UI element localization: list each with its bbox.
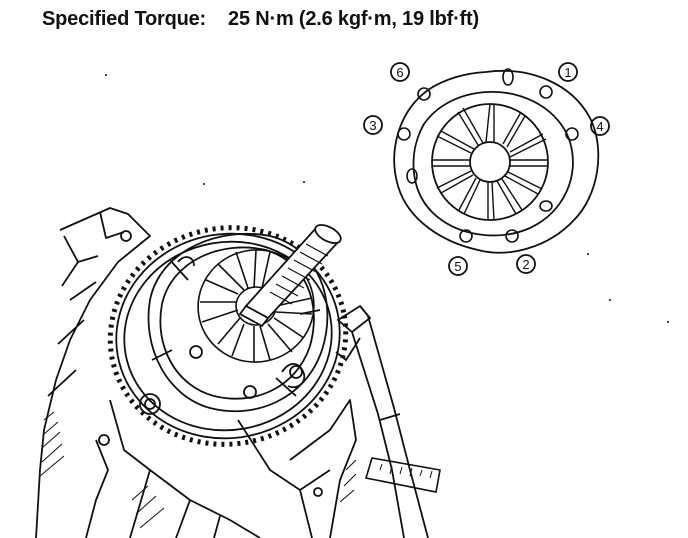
bolt-hole-3	[397, 127, 411, 141]
clutch-cover	[147, 232, 329, 413]
sequence-label-6: 6	[396, 65, 403, 80]
pressure-plate-cover-outline	[393, 70, 600, 254]
bolt-hole-1	[539, 85, 553, 99]
bolt-hole-6	[417, 87, 431, 101]
cover-strap	[281, 363, 306, 389]
sequence-marker-3	[363, 115, 383, 135]
print-specks	[105, 74, 669, 323]
sequence-label-4: 4	[596, 119, 603, 134]
sequence-marker-6	[390, 62, 410, 82]
engine-block-outline	[35, 207, 151, 538]
assembly-diaphragm	[197, 249, 315, 363]
torque-spec-heading: Specified Torque: 25 N·m (2.6 kgf·m, 19 l…	[42, 8, 479, 31]
dowel-slot-top	[502, 68, 514, 86]
diaphragm-spring-outer	[431, 103, 549, 221]
pressure-plate-sequence-diagram	[363, 62, 610, 276]
sequence-numbers: 1 2 3 4 5 6	[369, 65, 603, 274]
block-bolt	[139, 393, 161, 415]
torque-spec-label: Specified Torque:	[42, 8, 207, 30]
block-shading	[39, 411, 357, 529]
bolt-hole-5	[459, 229, 473, 243]
alignment-tool-splines	[269, 243, 329, 305]
sequence-label-5: 5	[454, 259, 461, 274]
sequence-marker-4	[590, 116, 610, 136]
torque-wrench-scale	[364, 457, 441, 493]
dowel-slot-right	[539, 200, 553, 212]
engine-block-illustration	[35, 207, 357, 538]
sequence-label-2: 2	[522, 257, 529, 272]
sequence-marker-5	[448, 256, 468, 276]
bolt-holes	[397, 68, 579, 243]
torque-wrench	[335, 304, 441, 538]
bolt-hole-2	[505, 229, 519, 243]
diaphragm-spring-hub	[469, 141, 511, 183]
sequence-label-1: 1	[564, 65, 571, 80]
dowel-slot-left	[406, 168, 418, 184]
clutch-alignment-tool	[238, 224, 342, 328]
sequence-marker-1	[558, 62, 578, 82]
bolt-hole-4	[565, 127, 579, 141]
sequence-marker-2	[516, 254, 536, 274]
torque-spec-value: 25 N·m (2.6 kgf·m, 19 lbf·ft)	[228, 8, 479, 30]
diaphragm-fingers	[432, 103, 548, 221]
pressure-plate-inner-rim	[412, 91, 574, 237]
sequence-label-3: 3	[369, 118, 376, 133]
